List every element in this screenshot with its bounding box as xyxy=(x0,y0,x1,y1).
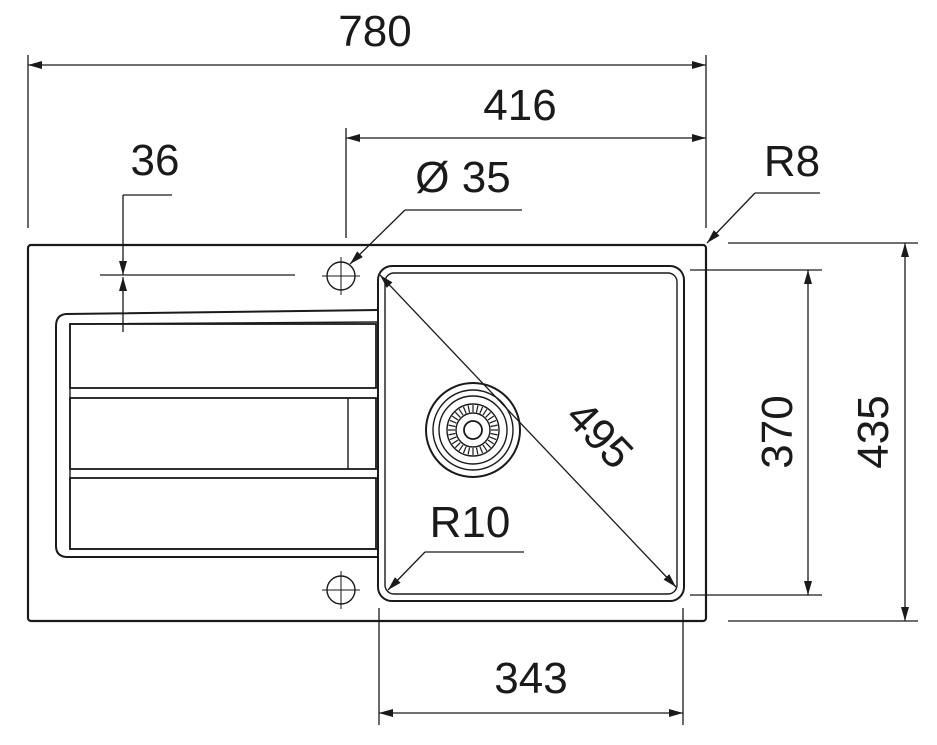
dim-780-label: 780 xyxy=(338,7,411,56)
dim-370-lines xyxy=(690,269,822,596)
dim-r10-label: R10 xyxy=(430,498,511,547)
strainer-slot xyxy=(449,419,457,424)
strainer-slot xyxy=(467,405,471,413)
strainer-slot xyxy=(462,446,467,454)
dim-36-lines xyxy=(100,194,295,332)
strainer-slot xyxy=(479,406,484,414)
strainer-slot xyxy=(487,439,495,445)
strainer-slot xyxy=(475,447,479,455)
dim-343-label: 343 xyxy=(494,654,567,703)
strainer-slot xyxy=(490,424,498,428)
tap-hole-bottom xyxy=(322,571,360,609)
dim-diameter-label: Ø 35 xyxy=(415,153,510,202)
strainer-slot xyxy=(454,442,461,449)
strainer-slot xyxy=(462,406,467,414)
tap-hole-top xyxy=(322,257,360,295)
dim-495-line xyxy=(379,274,677,588)
drainer-rib-3 xyxy=(69,477,377,550)
dim-r8-leader xyxy=(706,192,820,244)
dim-780-lines xyxy=(27,55,707,228)
drainer-rib-2 xyxy=(69,397,377,470)
strainer-slot xyxy=(448,432,456,436)
dim-435-label: 435 xyxy=(849,395,898,468)
sink-outline xyxy=(26,243,708,623)
dim-370-label: 370 xyxy=(753,395,802,468)
strainer-slot xyxy=(479,446,484,454)
strainer-slot xyxy=(451,415,459,421)
strainer-slot xyxy=(489,419,497,424)
strainer-slot xyxy=(482,408,488,416)
drain-strainer xyxy=(425,382,521,478)
strainer-slot xyxy=(490,432,498,436)
dim-r10-leader xyxy=(387,551,524,591)
dim-343-lines xyxy=(378,608,684,725)
dim-416-label: 416 xyxy=(483,81,556,130)
dim-495-label: 495 xyxy=(556,392,642,479)
strainer-slot xyxy=(451,439,459,445)
dim-36-label: 36 xyxy=(131,136,180,185)
strainer-slot xyxy=(449,436,457,441)
strainer-slot xyxy=(482,444,488,452)
dim-diameter-leader xyxy=(349,209,522,265)
strainer-slot xyxy=(489,436,497,441)
strainer-slot xyxy=(475,405,479,413)
strainer-slot xyxy=(485,411,492,418)
dim-r8-label: R8 xyxy=(764,137,820,186)
dim-416-lines xyxy=(345,128,706,238)
strainer-slot xyxy=(448,424,456,428)
strainer-slot xyxy=(458,444,464,452)
dim-435-lines xyxy=(728,242,918,622)
strainer-slot xyxy=(454,411,461,418)
strainer-slot xyxy=(487,415,495,421)
strainer-slot xyxy=(467,447,471,455)
strainer-slot xyxy=(485,442,492,449)
drainer-board xyxy=(55,309,379,558)
strainer-slot xyxy=(458,408,464,416)
drainer-rib-1 xyxy=(69,323,377,389)
